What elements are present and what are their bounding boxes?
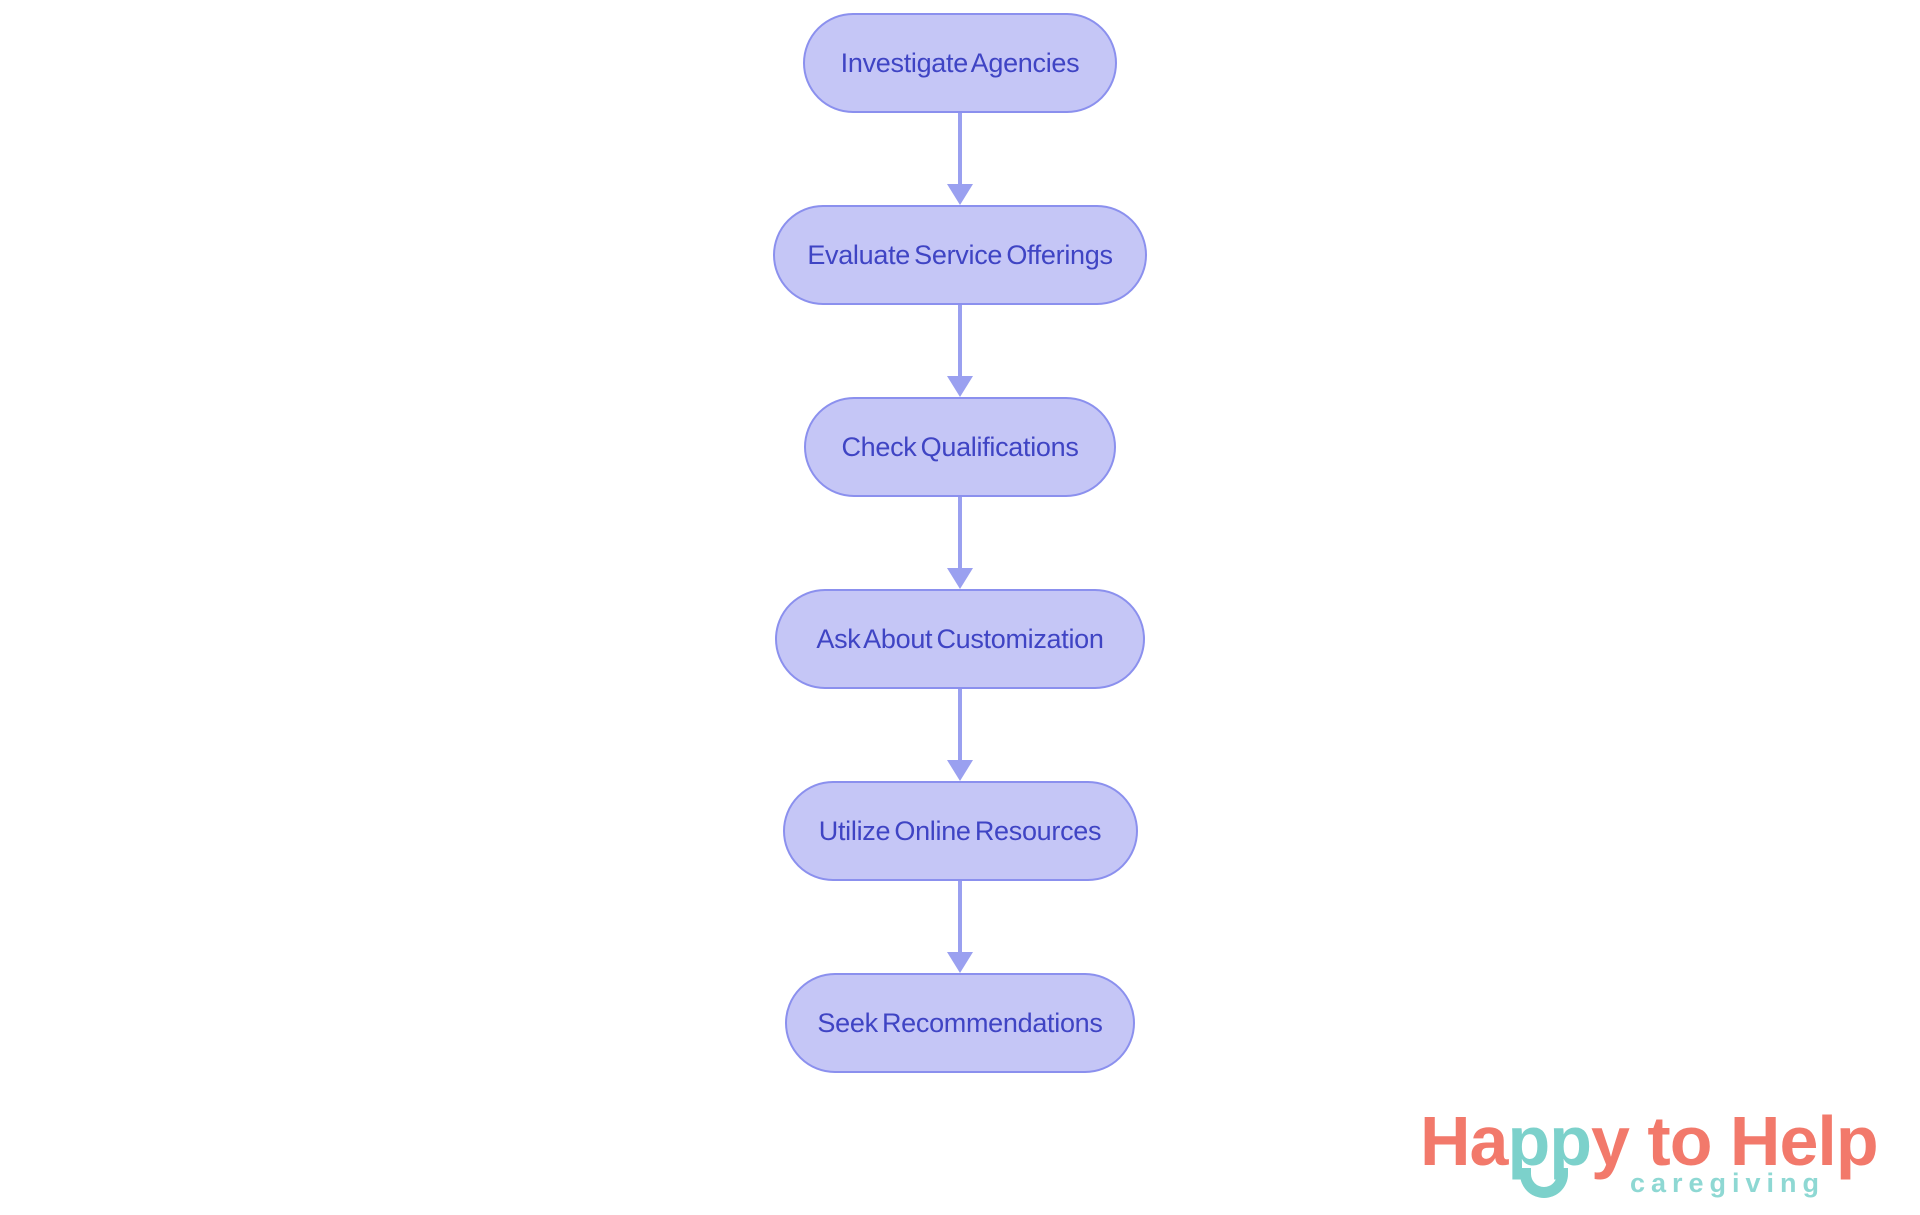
- logo-tagline: caregiving: [1629, 1168, 1825, 1198]
- edge-line: [958, 497, 962, 568]
- edge-line: [958, 689, 962, 760]
- flow-edge-evaluate-service-offerings-to-check-qualifications: [947, 305, 973, 397]
- flow-node-label: Evaluate Service Offerings: [807, 239, 1113, 270]
- arrowhead-down-icon: [947, 760, 973, 781]
- flow-node-label: Check Qualifications: [841, 431, 1079, 462]
- flow-node-label: Utilize Online Resources: [818, 815, 1102, 846]
- logo-wordmark: Happy to Help: [1420, 1106, 1880, 1176]
- flow-node-investigate-agencies: Investigate Agencies: [803, 13, 1117, 113]
- flow-node-label: Investigate Agencies: [840, 47, 1080, 78]
- flow-node-ask-about-customization: Ask About Customization: [775, 589, 1145, 689]
- flow-node-utilize-online-resources: Utilize Online Resources: [782, 781, 1138, 881]
- flow-edge-investigate-agencies-to-evaluate-service-offerings: [947, 113, 973, 205]
- flow-node-evaluate-service-offerings: Evaluate Service Offerings: [773, 205, 1147, 305]
- smile-icon: [1520, 1168, 1568, 1198]
- flow-node-label: Ask About Customization: [816, 623, 1104, 654]
- flow-edge-utilize-online-resources-to-seek-recommendations: [947, 881, 973, 973]
- arrowhead-down-icon: [947, 376, 973, 397]
- logo-segment: y to Help: [1591, 1102, 1879, 1180]
- logo-segment: pp: [1507, 1102, 1592, 1180]
- arrowhead-down-icon: [947, 952, 973, 973]
- flow-node-label: Seek Recommendations: [817, 1007, 1103, 1038]
- flow-edge-check-qualifications-to-ask-about-customization: [947, 497, 973, 589]
- flow-node-seek-recommendations: Seek Recommendations: [785, 973, 1135, 1073]
- flow-edge-ask-about-customization-to-utilize-online-resources: [947, 689, 973, 781]
- arrowhead-down-icon: [947, 568, 973, 589]
- edge-line: [958, 305, 962, 376]
- flow-node-check-qualifications: Check Qualifications: [804, 397, 1116, 497]
- logo: Happy to Help caregiving: [1420, 1106, 1880, 1206]
- edge-line: [958, 881, 962, 952]
- arrowhead-down-icon: [947, 184, 973, 205]
- logo-segment: Ha: [1420, 1102, 1508, 1180]
- edge-line: [958, 113, 962, 184]
